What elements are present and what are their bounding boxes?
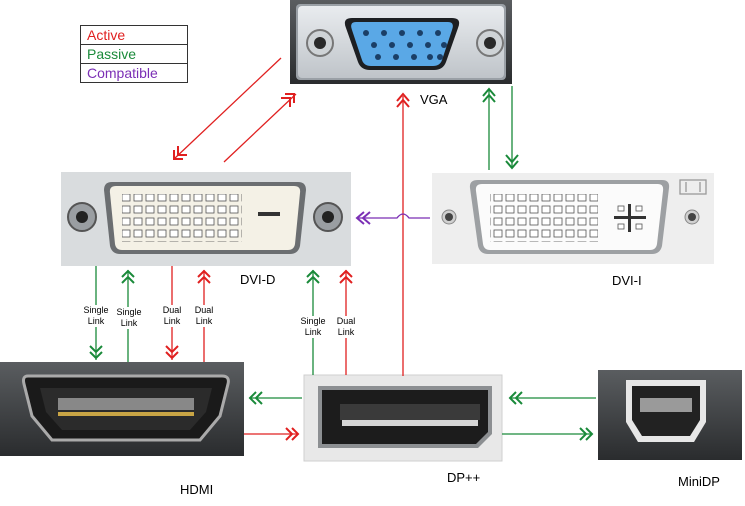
arrowhead-vga-dp-2 xyxy=(396,98,410,108)
link-label-single-1-line2: Link xyxy=(87,316,105,326)
label-dp: DP++ xyxy=(447,470,481,485)
arrowhead-hdmi-dual-2 xyxy=(165,351,179,360)
arrowhead-minidp-dp-2 xyxy=(585,427,594,441)
label-hdmi: HDMI xyxy=(180,482,214,497)
link-label-dp-dual-line1: Dual xyxy=(336,316,356,326)
arrowhead-dvid xyxy=(173,150,183,160)
arrowhead-dvid-purple-2 xyxy=(361,211,371,225)
legend-active: Active xyxy=(81,26,187,45)
dvi-i-connector-image xyxy=(432,173,714,264)
legend: Active Passive Compatible xyxy=(80,25,188,83)
arrowhead-minidp-dp xyxy=(579,427,588,441)
label-dvi-d: DVI-D xyxy=(240,272,276,287)
arrowhead-hdmi-dp xyxy=(248,391,257,405)
arrowhead-dvid-dp-dual xyxy=(339,269,353,278)
arrowhead-vga-dp xyxy=(396,92,410,102)
label-dvi-i: DVI-I xyxy=(612,273,642,288)
minidp-connector-image xyxy=(598,370,742,460)
line-dvii-to-dvid xyxy=(358,213,430,219)
arrowhead-dp-minidp xyxy=(508,391,517,405)
arrowhead-dvid-single-2 xyxy=(121,275,135,284)
link-label-single-2-line1: Single xyxy=(116,307,142,317)
arrowhead-vga xyxy=(285,93,295,103)
link-label-dp-single-line2: Link xyxy=(304,327,322,337)
arrowhead-vga-green xyxy=(482,87,496,97)
arrowhead-vga-green-2 xyxy=(482,93,496,103)
hdmi-connector-image xyxy=(0,362,244,456)
line-vga-to-dvid xyxy=(173,57,282,160)
arrowhead-dvid-dp-dual-2 xyxy=(339,275,353,284)
link-label-dp-single-line1: Single xyxy=(300,316,326,326)
link-label-dual-1-line1: Dual xyxy=(162,305,182,315)
arrowhead-dvii-green-2 xyxy=(505,160,519,170)
arrowhead-hdmi-single xyxy=(89,345,103,354)
arrowhead-dp-minidp-2 xyxy=(514,391,523,405)
link-label-dp-single: Single Link xyxy=(297,316,329,338)
dvi-d-connector-image xyxy=(61,172,351,266)
arrowhead-hdmi-single-2 xyxy=(89,351,103,360)
label-vga: VGA xyxy=(420,92,448,107)
arrowhead-dvid-2 xyxy=(177,146,187,156)
line-dvid-to-vga xyxy=(223,93,297,163)
dp-connector-image xyxy=(303,374,503,462)
arrowhead-hdmi-dp-2 xyxy=(254,391,263,405)
link-label-dual-2: Dual Link xyxy=(190,305,218,327)
link-label-dual-1-line2: Link xyxy=(163,316,181,326)
link-label-dual-2-line2: Link xyxy=(195,316,213,326)
link-label-single-1: Single Link xyxy=(80,305,112,327)
arrowhead-dvii-green xyxy=(505,154,519,164)
link-label-dp-dual-line2: Link xyxy=(337,327,355,337)
link-label-single-1-line1: Single xyxy=(83,305,109,315)
arrowhead-dp-hdmi-2 xyxy=(291,427,300,441)
legend-compatible: Compatible xyxy=(87,65,158,81)
label-minidp: MiniDP xyxy=(678,474,720,489)
legend-passive: Passive xyxy=(81,45,187,64)
vga-connector-image xyxy=(290,0,512,84)
arrowhead-dvid-purple xyxy=(355,211,365,225)
arrowhead-dvid-dp-single-2 xyxy=(306,275,320,284)
arrowhead-vga-2 xyxy=(281,97,291,107)
arrowhead-hdmi-dual xyxy=(165,345,179,354)
link-label-single-2: Single Link xyxy=(113,307,145,329)
arrowhead-dvid-dual-2 xyxy=(197,275,211,284)
link-label-dp-dual: Dual Link xyxy=(332,316,360,338)
arrowhead-dvid-single xyxy=(121,269,135,278)
link-label-single-2-line2: Link xyxy=(120,318,138,328)
link-label-dual-1: Dual Link xyxy=(158,305,186,327)
arrowhead-dvid-dp-single xyxy=(306,269,320,278)
arrowhead-dvid-dual xyxy=(197,269,211,278)
arrowhead-dp-hdmi xyxy=(285,427,294,441)
link-label-dual-2-line1: Dual xyxy=(194,305,214,315)
